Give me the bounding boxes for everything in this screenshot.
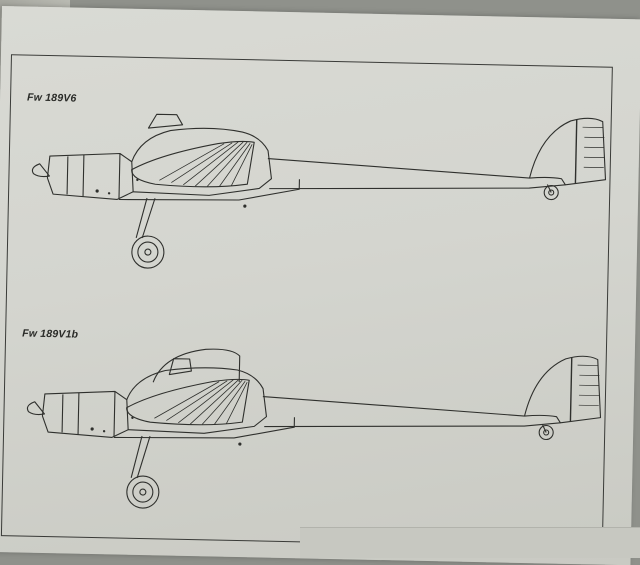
aircraft-profile-v1b xyxy=(2,55,612,547)
drawing-frame: Fw 189V6 Fw 189V1b xyxy=(1,54,613,549)
caption-panel xyxy=(300,527,640,558)
book-page: Fw 189V6 Fw 189V1b xyxy=(0,6,640,565)
